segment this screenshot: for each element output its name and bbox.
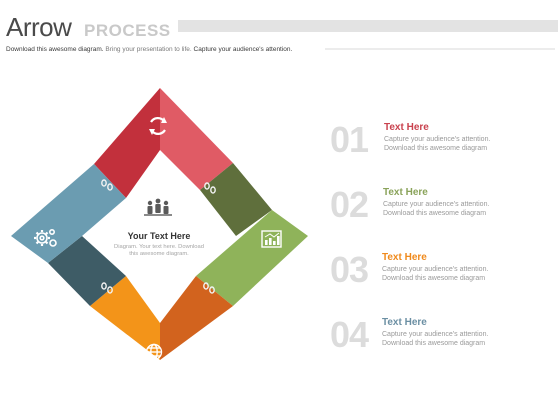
item-description: Capture your audience's attention. Downl…: [384, 135, 514, 153]
subtitle-part-2: Bring your presentation to life.: [103, 46, 192, 53]
item-description-line: Capture your audience's attention.: [383, 201, 490, 208]
item-heading: Text Here: [382, 317, 427, 328]
item-description-line: Capture your audience's attention.: [382, 266, 489, 273]
item-description-line: Capture your audience's attention.: [382, 331, 489, 338]
title-decor-bar: [178, 20, 558, 32]
item-description: Capture your audience's attention. Downl…: [383, 200, 513, 218]
item-heading: Text Here: [382, 252, 427, 263]
segment-top-right: [160, 88, 233, 190]
clip-link-icon: [101, 179, 113, 191]
item-description-line: Download this awesome diagram: [382, 340, 486, 347]
item-description-line: Download this awesome diagram: [384, 145, 488, 152]
item-number: 01: [330, 119, 369, 160]
segment-right-lower: [196, 210, 308, 306]
item-heading: Text Here: [384, 122, 429, 133]
header: Arrow PROCESS: [6, 9, 558, 42]
item-heading: Text Here: [383, 187, 428, 198]
item-number: 02: [330, 184, 369, 225]
center-square: [82, 190, 233, 282]
bar-chart-icon: [261, 230, 282, 248]
globe-icon: [145, 343, 163, 364]
item-description: Capture your audience's attention. Downl…: [382, 330, 512, 348]
clip-link-icon: [204, 182, 216, 194]
segment-right-upper: [200, 163, 272, 236]
item-description: Capture your audience's attention. Downl…: [382, 265, 512, 283]
item-number: 03: [330, 249, 369, 290]
page-title: Arrow: [6, 12, 72, 42]
center-title: Your Text Here: [127, 231, 191, 241]
subtitle-part-3: Capture your audience's attention.: [191, 46, 293, 53]
team-people-icon: [144, 198, 172, 216]
subtitle: Download this awesome diagram. Bring you…: [6, 46, 292, 53]
subtitle-divider: [325, 48, 555, 50]
item-description-line: Download this awesome diagram: [382, 275, 486, 282]
segment-left-lower: [48, 236, 126, 306]
segment-bottom-left: [90, 276, 160, 360]
page-title-accent: PROCESS: [84, 21, 171, 40]
subtitle-part-1: Download this awesome diagram.: [6, 46, 104, 53]
item-number: 04: [330, 314, 369, 355]
refresh-cycle-icon: [149, 117, 167, 135]
item-description-line: Download this awesome diagram: [383, 210, 487, 217]
segment-bottom-right: [160, 276, 233, 360]
segment-top-left: [94, 88, 160, 198]
item-description-line: Capture your audience's attention.: [384, 136, 491, 143]
clip-link-icon: [203, 282, 215, 294]
gears-icon: [34, 229, 57, 247]
joint-clips: [101, 179, 216, 294]
clip-link-icon: [101, 282, 113, 294]
center-description: Diagram. Your text here. Download this a…: [114, 244, 204, 257]
